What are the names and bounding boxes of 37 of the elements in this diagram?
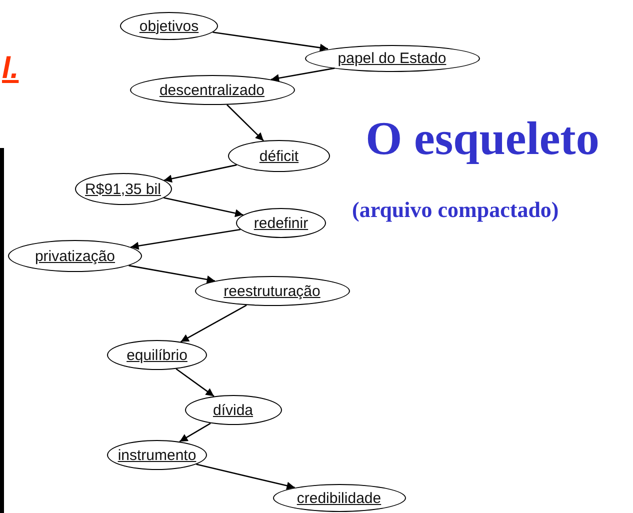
arrow bbox=[180, 304, 247, 342]
subtitle: (arquivo compactado) bbox=[352, 197, 559, 223]
node-label: redefinir bbox=[254, 214, 308, 232]
node-label: R$91,35 bil bbox=[85, 180, 161, 198]
node-label: descentralizado bbox=[159, 82, 265, 98]
cut-off-text: l. bbox=[2, 52, 19, 86]
node-label: déficit bbox=[259, 148, 299, 164]
arrow bbox=[176, 368, 214, 397]
arrow bbox=[212, 32, 328, 52]
ellipse-node bbox=[120, 12, 218, 40]
ellipse-node bbox=[130, 75, 294, 105]
node-label: reestruturação bbox=[224, 282, 320, 300]
arrow bbox=[164, 164, 237, 183]
node-label: instrumento bbox=[118, 446, 196, 464]
node-label: privatização bbox=[34, 248, 116, 264]
ellipse-node bbox=[236, 208, 326, 238]
node-label: papel do Estado bbox=[338, 50, 446, 66]
ellipse-node bbox=[184, 395, 282, 425]
ellipse-node bbox=[304, 44, 480, 72]
title: O esqueleto bbox=[364, 112, 600, 166]
arrow bbox=[128, 264, 216, 284]
arrow bbox=[163, 197, 244, 218]
node-label: dívida bbox=[212, 402, 254, 418]
ellipse-node bbox=[107, 340, 207, 370]
arrow bbox=[196, 464, 295, 490]
node-label: equilíbrio bbox=[126, 346, 188, 364]
ellipse-node bbox=[194, 276, 350, 306]
ellipse-node bbox=[107, 440, 207, 470]
node-label: objetivos bbox=[139, 18, 199, 34]
ellipse-node bbox=[74, 173, 172, 205]
ellipse-node bbox=[8, 240, 142, 272]
node-label: credibilidade bbox=[296, 490, 382, 506]
ellipse-node bbox=[228, 140, 330, 172]
arrow bbox=[270, 68, 335, 82]
ellipse-node bbox=[272, 484, 406, 512]
arrow bbox=[226, 104, 264, 142]
arrow bbox=[130, 228, 241, 250]
